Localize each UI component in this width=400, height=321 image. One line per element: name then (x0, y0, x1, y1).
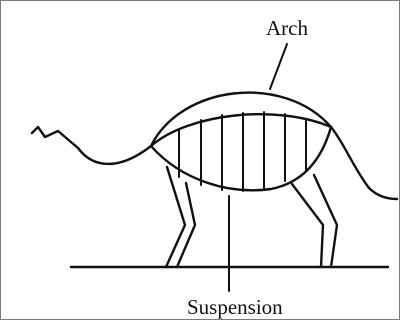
arch-label: Arch (266, 16, 308, 40)
suspension-label: Suspension (187, 295, 283, 319)
vertical-suspension-members (178, 111, 307, 192)
suspension-top-curve (149, 113, 333, 148)
rear-leg (290, 182, 325, 269)
front-leg-inner (175, 181, 197, 269)
arch-pointer-line (269, 43, 288, 90)
back-outline (30, 91, 399, 201)
front-leg (164, 165, 187, 269)
rear-leg-inner (312, 173, 339, 269)
